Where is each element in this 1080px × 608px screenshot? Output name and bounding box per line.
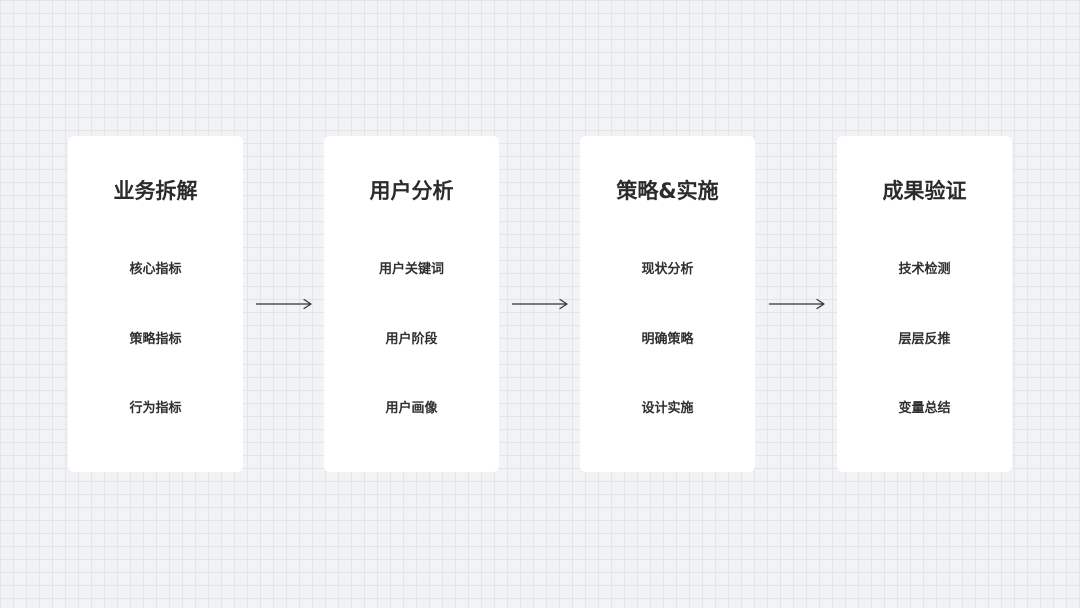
stage-item: 用户关键词 (378, 262, 444, 277)
stage-item: 行为指标 (129, 401, 182, 416)
stage-item: 用户阶段 (385, 332, 438, 347)
stage-item: 明确策略 (641, 332, 694, 347)
stage-item: 技术检测 (898, 262, 951, 277)
stage-card-1: 业务拆解 核心指标 策略指标 行为指标 (68, 136, 243, 472)
stage-item: 策略指标 (129, 332, 182, 347)
stage-item: 设计实施 (641, 401, 694, 416)
stage-item: 核心指标 (129, 262, 182, 277)
stage-card-2: 用户分析 用户关键词 用户阶段 用户画像 (324, 136, 499, 472)
arrow-right-icon (511, 296, 569, 312)
stage-item: 用户画像 (385, 401, 438, 416)
stage-item: 层层反推 (898, 332, 951, 347)
arrow-right-icon (255, 296, 313, 312)
stage-title: 用户分析 (369, 179, 454, 203)
stage-title: 成果验证 (882, 179, 967, 203)
stage-card-3: 策略&实施 现状分析 明确策略 设计实施 (580, 136, 755, 472)
stage-title: 业务拆解 (113, 179, 198, 203)
stage-title: 策略&实施 (616, 179, 719, 203)
stage-item: 变量总结 (898, 401, 951, 416)
arrow-right-icon (768, 296, 826, 312)
stage-card-4: 成果验证 技术检测 层层反推 变量总结 (837, 136, 1012, 472)
stage-item: 现状分析 (641, 262, 694, 277)
